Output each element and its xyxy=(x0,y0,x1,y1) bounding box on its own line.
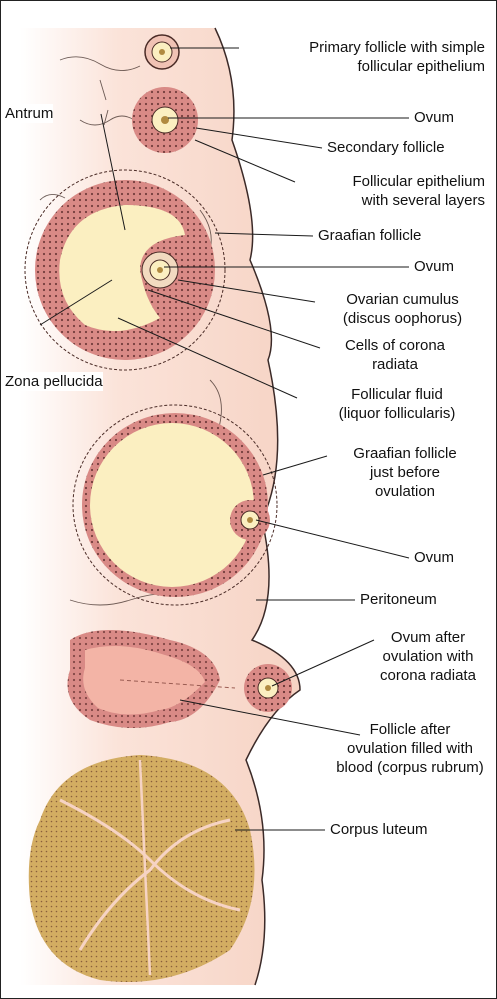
label-follicular-fluid: Follicular fluid(liquor follicularis) xyxy=(302,385,492,423)
label-ovarian-cumulus: Ovarian cumulus(discus oophorus) xyxy=(320,290,485,328)
label-peritoneum: Peritoneum xyxy=(360,590,437,609)
label-ovum-1: Ovum xyxy=(414,108,454,127)
corpus-luteum xyxy=(29,755,255,982)
released-ovum xyxy=(244,664,292,712)
label-ovum-2: Ovum xyxy=(414,257,454,276)
label-ovum-3: Ovum xyxy=(414,548,454,567)
label-zona-pellucida: Zona pellucida xyxy=(5,372,103,391)
label-corpus-luteum: Corpus luteum xyxy=(330,820,428,839)
label-antrum: Antrum xyxy=(5,104,53,123)
secondary-follicle xyxy=(132,87,198,153)
primary-follicle xyxy=(145,35,179,69)
label-graafian-follicle: Graafian follicle xyxy=(318,226,421,245)
label-secondary-follicle: Secondary follicle xyxy=(327,138,445,157)
